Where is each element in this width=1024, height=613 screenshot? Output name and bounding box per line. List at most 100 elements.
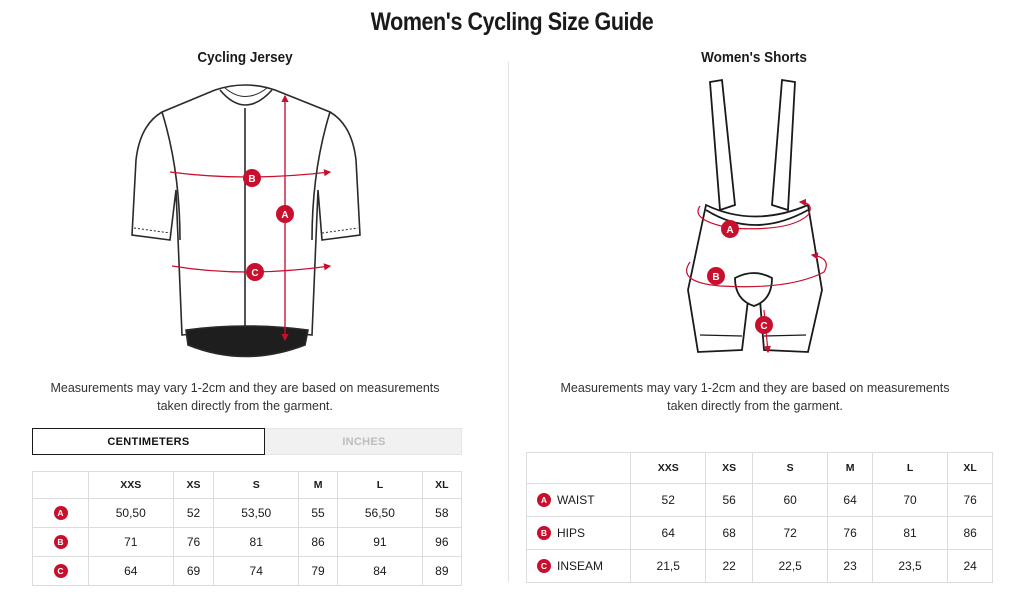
table-row: C INSEAM 21,5 22 22,5 23 23,5 24 [526, 549, 993, 583]
jersey-marker-a: A [276, 205, 294, 223]
unit-toggle: CENTIMETERS INCHES [32, 428, 462, 455]
table-row: A WAIST 52 56 60 64 70 76 [526, 483, 993, 517]
size-header: L [871, 452, 949, 484]
jersey-heading: Cycling Jersey [197, 49, 293, 66]
shorts-size-table: XXS XS S M L XL A WAIST 52 56 60 64 70 76… [526, 452, 993, 583]
table-cell: 53,50 [213, 498, 299, 528]
table-cell: 64 [88, 556, 174, 586]
jersey-illustration [131, 84, 361, 358]
table-cell: 89 [421, 556, 463, 586]
table-cell: 55 [297, 498, 339, 528]
badge-b: B [537, 526, 551, 541]
table-corner [526, 452, 631, 484]
size-header: XL [421, 471, 463, 499]
table-cell: 52 [172, 498, 215, 528]
size-header: M [297, 471, 339, 499]
size-header: XL [947, 452, 993, 484]
table-cell: 22,5 [751, 549, 829, 583]
row-badge-cell: A [32, 498, 89, 528]
badge-b: B [53, 535, 68, 550]
table-cell: 70 [871, 483, 949, 517]
badge-c: C [537, 559, 551, 574]
table-cell: 96 [421, 527, 463, 557]
table-corner [32, 471, 89, 499]
row-label-hips: B HIPS [526, 516, 631, 550]
row-label-waist: A WAIST [526, 483, 631, 517]
shorts-marker-c: C [755, 316, 773, 334]
table-cell: 76 [827, 516, 873, 550]
jersey-size-table: XXS XS S M L XL A 50,50 52 53,50 55 56,5… [32, 471, 463, 586]
centimeters-button[interactable]: CENTIMETERS [32, 428, 265, 455]
table-cell: 79 [297, 556, 339, 586]
badge-a: A [537, 493, 551, 508]
table-cell: 23,5 [871, 549, 949, 583]
shorts-marker-b: B [707, 267, 725, 285]
table-cell: 21,5 [629, 549, 707, 583]
table-cell: 24 [947, 549, 993, 583]
table-cell: 76 [947, 483, 993, 517]
badge-c: C [53, 564, 68, 579]
garment-illustrations: A B C A B C [131, 78, 827, 358]
size-header: XXS [629, 452, 707, 484]
table-cell: 23 [827, 549, 873, 583]
table-cell: 64 [827, 483, 873, 517]
svg-text:C: C [251, 268, 258, 279]
table-row: A 50,50 52 53,50 55 56,50 58 [32, 498, 463, 528]
table-row: B 71 76 81 86 91 96 [32, 527, 463, 557]
jersey-marker-b: B [243, 169, 261, 187]
row-label: INSEAM [557, 559, 604, 574]
badge-a: A [53, 506, 68, 521]
row-label: HIPS [557, 526, 586, 541]
table-row: C 64 69 74 79 84 89 [32, 556, 463, 586]
column-divider [508, 62, 509, 582]
table-cell: 69 [172, 556, 215, 586]
inches-button[interactable]: INCHES [342, 435, 386, 448]
size-header: S [213, 471, 299, 499]
table-cell: 84 [337, 556, 423, 586]
shorts-note: Measurements may vary 1-2cm and they are… [542, 379, 968, 415]
table-cell: 22 [705, 549, 753, 583]
shorts-heading: Women's Shorts [701, 49, 807, 66]
svg-text:A: A [281, 210, 288, 221]
size-header: S [751, 452, 829, 484]
table-cell: 50,50 [88, 498, 174, 528]
table-cell: 86 [297, 527, 339, 557]
row-label: WAIST [557, 493, 595, 508]
jersey-note: Measurements may vary 1-2cm and they are… [32, 379, 458, 415]
shorts-note-line1: Measurements may vary 1-2cm and they are… [560, 381, 950, 395]
size-header: M [827, 452, 873, 484]
row-label-inseam: C INSEAM [526, 549, 631, 583]
table-cell: 72 [751, 516, 829, 550]
table-cell: 56,50 [337, 498, 423, 528]
table-cell: 56 [705, 483, 753, 517]
svg-text:C: C [760, 321, 767, 332]
size-header: XS [172, 471, 215, 499]
size-header: XXS [88, 471, 174, 499]
shorts-illustration [687, 78, 823, 353]
shorts-marker-a: A [721, 220, 739, 238]
page-title: Women's Cycling Size Guide [370, 8, 654, 36]
table-cell: 76 [172, 527, 215, 557]
svg-text:B: B [248, 174, 255, 185]
table-row: B HIPS 64 68 72 76 81 86 [526, 516, 993, 550]
table-cell: 58 [421, 498, 463, 528]
svg-text:A: A [726, 225, 733, 236]
table-cell: 81 [213, 527, 299, 557]
jersey-note-line1: Measurements may vary 1-2cm and they are… [50, 381, 440, 395]
table-cell: 81 [871, 516, 949, 550]
jersey-note-line2: taken directly from the garment. [157, 399, 333, 413]
table-cell: 68 [705, 516, 753, 550]
row-badge-cell: B [32, 527, 89, 557]
row-badge-cell: C [32, 556, 89, 586]
table-cell: 64 [629, 516, 707, 550]
jersey-marker-c: C [246, 263, 264, 281]
size-header: XS [705, 452, 753, 484]
table-cell: 86 [947, 516, 993, 550]
table-cell: 52 [629, 483, 707, 517]
table-cell: 71 [88, 527, 174, 557]
size-header: L [337, 471, 423, 499]
table-cell: 60 [751, 483, 829, 517]
table-cell: 91 [337, 527, 423, 557]
svg-text:B: B [712, 272, 719, 283]
table-cell: 74 [213, 556, 299, 586]
